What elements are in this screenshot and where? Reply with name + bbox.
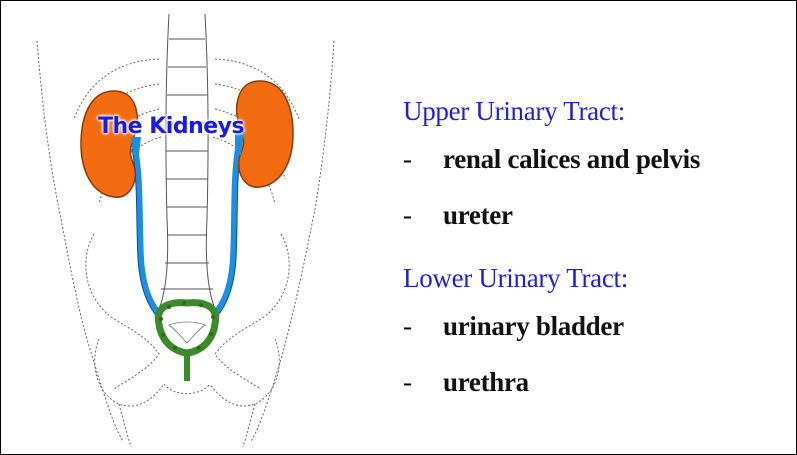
bladder <box>158 303 215 353</box>
kidney-right <box>237 81 293 187</box>
ureter-right <box>207 149 238 321</box>
list-item-text: ureter <box>443 200 513 230</box>
femur-right <box>243 404 255 447</box>
anatomy-drawing <box>19 9 369 449</box>
ureter-left <box>135 149 167 321</box>
upper-tract-item: -renal calices and pelvis <box>403 131 793 187</box>
list-item-text: renal calices and pelvis <box>443 144 700 174</box>
tract-list-panel: Upper Urinary Tract: -renal calices and … <box>403 91 793 410</box>
list-dash: - <box>403 354 443 410</box>
femur-left <box>119 404 131 447</box>
list-dash: - <box>403 131 443 187</box>
list-dash: - <box>403 298 443 354</box>
urinary-anatomy-figure: The Kidneys <box>19 9 369 449</box>
spine-left-edge <box>159 14 169 309</box>
pelvis-left <box>86 234 159 389</box>
lower-tract-item: -urinary bladder <box>403 298 793 354</box>
hip-right <box>210 339 279 406</box>
lower-tract-item: -urethra <box>403 354 793 410</box>
upper-tract-heading: Upper Urinary Tract: <box>403 91 793 131</box>
hip-left <box>95 339 164 406</box>
kidneys-label: The Kidneys <box>98 114 244 139</box>
list-item-text: urethra <box>443 367 529 397</box>
upper-tract-item: -ureter <box>403 187 793 243</box>
kidney-left <box>81 91 137 197</box>
pelvis-right <box>215 234 289 389</box>
lower-tract-heading: Lower Urinary Tract: <box>403 258 793 298</box>
list-dash: - <box>403 187 443 243</box>
list-item-text: urinary bladder <box>443 311 624 341</box>
pubis <box>164 384 210 394</box>
spine-right-edge <box>205 14 215 309</box>
